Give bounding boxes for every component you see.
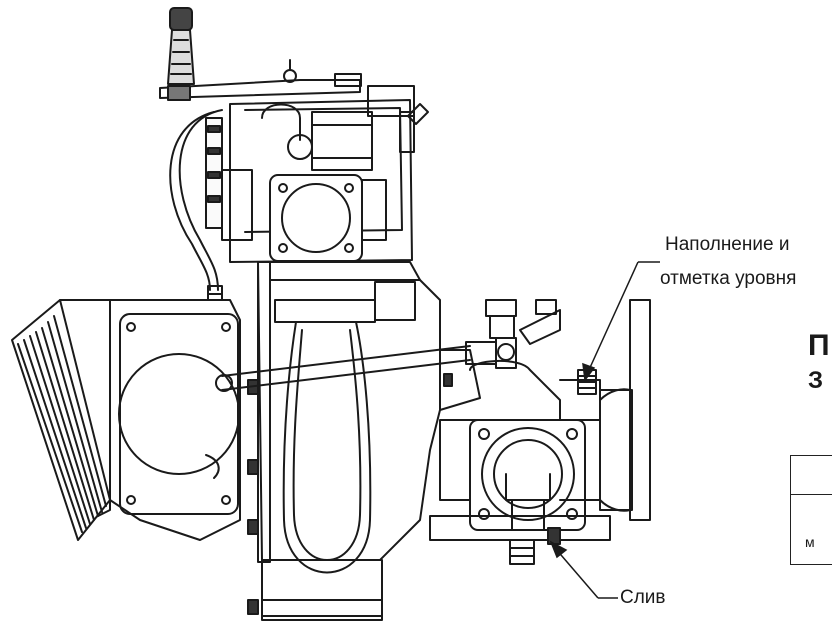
- discharge-flange: [269, 174, 363, 262]
- table-cell: м: [805, 534, 815, 550]
- drain-label: Слив: [620, 587, 666, 608]
- table-row: [791, 494, 832, 495]
- upper-pump-body: [205, 85, 429, 263]
- connecting-pipe: [215, 337, 517, 392]
- priming-handle: [159, 7, 362, 101]
- suction-elbow: [11, 299, 241, 541]
- cutoff-table: м: [790, 455, 832, 565]
- outlet-flange: [559, 299, 651, 521]
- fill-leader-line: [582, 261, 660, 382]
- priming-valve-assembly: [429, 299, 611, 565]
- drain-leader-line: [549, 540, 618, 599]
- cutoff-heading: П: [808, 329, 830, 362]
- pump-volute: [247, 261, 441, 621]
- cutoff-subheading: З: [808, 367, 824, 394]
- fill-level-label-line1: Наполнение и: [665, 234, 790, 255]
- fill-level-label-line2: отметка уровня: [660, 268, 797, 289]
